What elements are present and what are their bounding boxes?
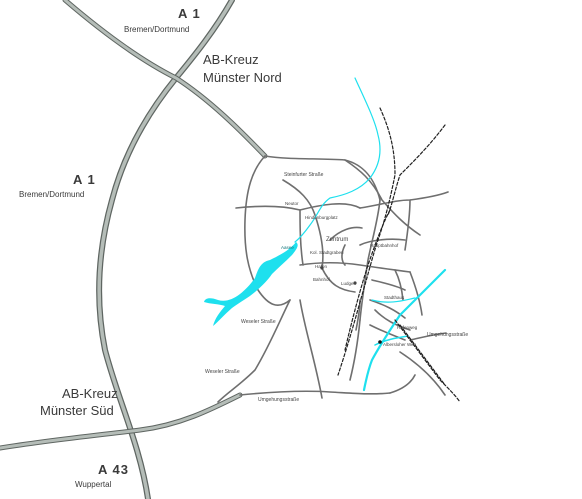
label-umgehung-se: Umgehungsstraße	[427, 332, 469, 338]
railway-3	[344, 209, 391, 351]
label-weseler-2: Weseler Straße	[205, 369, 240, 375]
label-kreuz-nord-1: AB-Kreuz	[203, 52, 259, 67]
aasee-lake	[204, 242, 298, 326]
label-kreuz-sued-1: AB-Kreuz	[62, 386, 118, 401]
label-weseler-1: Weseler Straße	[241, 319, 276, 325]
label-a1-left-sub: Bremen/Dortmund	[19, 190, 85, 199]
label-a1-left: A 1	[73, 172, 96, 187]
label-a1-top: A 1	[178, 6, 201, 21]
canal	[362, 268, 447, 392]
label-hbf: Hauptbahnhof	[370, 243, 399, 248]
railway-5	[399, 324, 446, 386]
label-kreuz-sued-2: Münster Süd	[40, 403, 114, 418]
label-a43: A 43	[98, 462, 129, 477]
railway-2	[387, 124, 446, 216]
label-ludgeri: Ludgeri	[341, 281, 357, 286]
label-hindenburg: Hindenburgplatz	[305, 215, 338, 220]
label-hafen: Hafen	[315, 264, 328, 269]
label-a1-top-sub: Bremen/Dortmund	[124, 25, 190, 34]
label-aasee: Aasee	[281, 245, 294, 250]
label-albersloher: Albersloher Weg	[383, 342, 417, 347]
label-stadthaus: Stadthaus	[384, 295, 405, 300]
river-aa	[294, 77, 381, 243]
label-bahnhof: Bahnhof	[313, 277, 330, 282]
label-umgehung-s: Umgehungsstraße	[258, 397, 300, 403]
label-kreuz-nord-2: Münster Nord	[203, 70, 282, 85]
label-a43-sub: Wuppertal	[75, 480, 112, 489]
railway-4	[394, 319, 461, 403]
railway-1	[337, 107, 396, 376]
label-steinfurter: Steinfurter Straße	[284, 172, 324, 178]
label-zentrum: Zentrum	[326, 237, 349, 243]
label-hafenweg: Hafenweg	[397, 325, 418, 330]
label-kol: Kol. Stadtgraben	[310, 250, 344, 255]
label-neutor: Neutor	[285, 201, 299, 206]
